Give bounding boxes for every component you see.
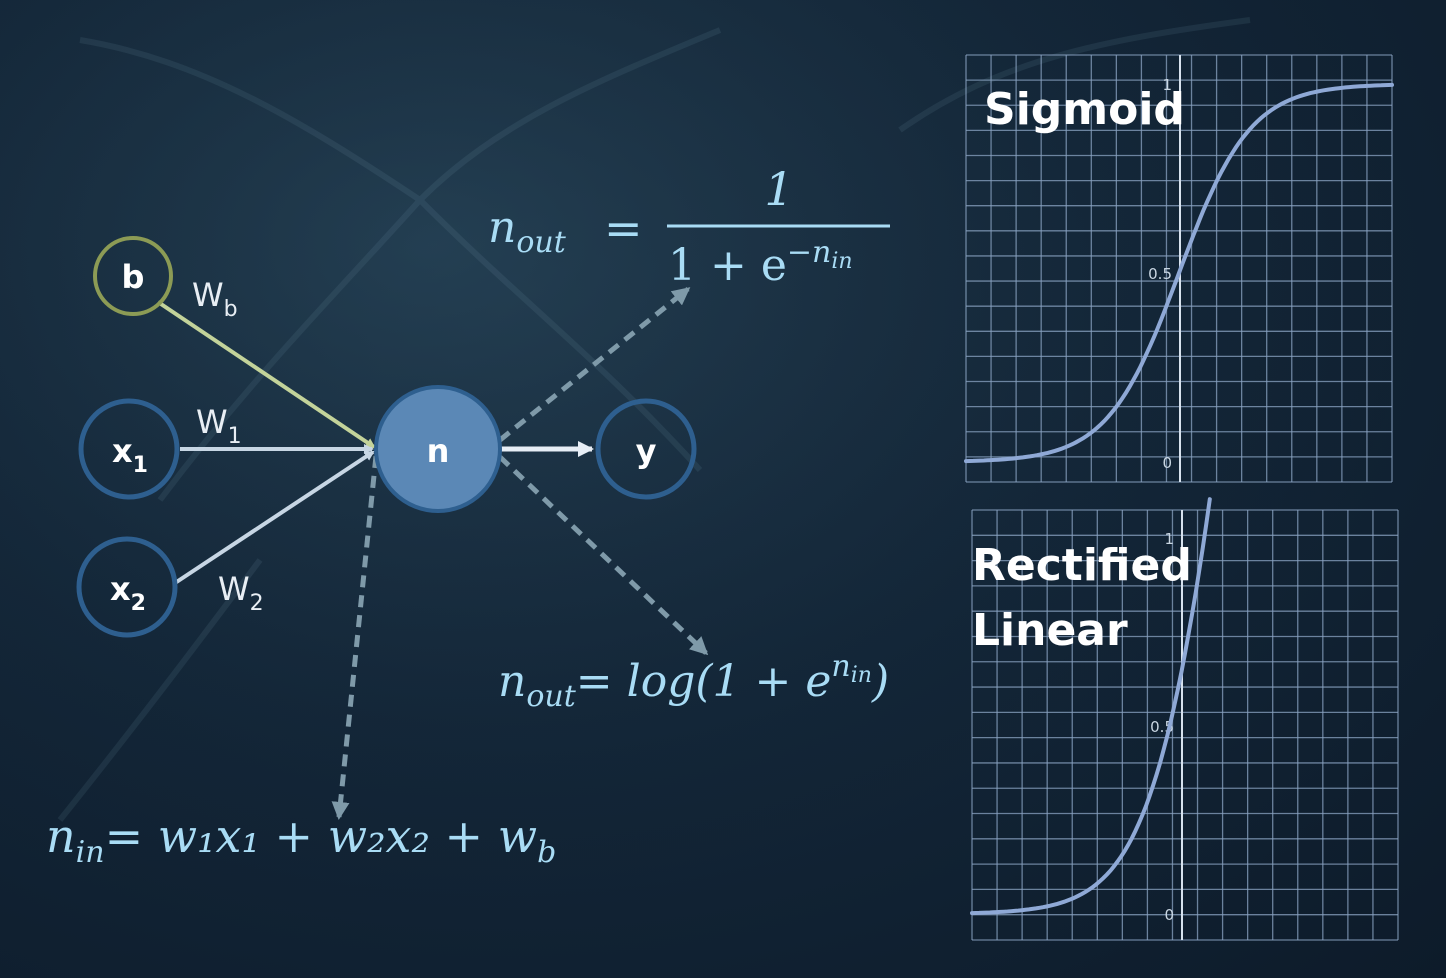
weight-label-wb: Wb (192, 276, 238, 322)
function-curve (964, 82, 1394, 464)
dashed-arrow-to-sigmoid-formula (498, 287, 691, 442)
chart-title: Linear (972, 605, 1128, 656)
nin-lhs: n (46, 809, 76, 863)
edge-bias-to-neuron (156, 300, 376, 449)
bias-node-label: b (122, 258, 145, 296)
y-tick-label: 1 (1164, 530, 1174, 548)
dashed-arrow-to-relu-formula (498, 455, 709, 656)
relu-formula: nout= log(1 + enin) (498, 649, 889, 714)
sigmoid-formula: nout = 1 1 + e−nin (488, 162, 890, 291)
dashed-arrow-to-input-formula (331, 455, 379, 820)
relu-close: ) (871, 656, 889, 707)
nin-rhs-sub: b (537, 835, 556, 870)
input-node-x2: x2 (76, 536, 178, 638)
weight-label-w2: W2 (218, 570, 264, 616)
svg-text:1 + e−nin: 1 + e−nin (668, 235, 853, 291)
nin-lhs-sub: in (76, 835, 105, 870)
chart-title: Rectified (972, 540, 1192, 591)
relu-rhs: = log(1 + e (576, 656, 832, 707)
sigmoid-numerator: 1 (764, 162, 793, 216)
svg-text:x1: x1 (112, 432, 148, 478)
sigmoid-denominator: 1 + e (668, 240, 787, 291)
relu-exponent-sub: in (851, 663, 872, 688)
output-node: y (595, 398, 697, 500)
background-texture (57, 17, 1251, 822)
bias-node: b (93, 236, 173, 316)
relu-lhs-sub: out (526, 679, 576, 714)
weight-label-w1: W1 (196, 403, 242, 449)
output-label: y (636, 432, 657, 470)
relu-lhs: n (498, 656, 526, 707)
sigmoid-lhs-sub: out (516, 225, 566, 260)
y-tick-label: 0.5 (1148, 265, 1172, 283)
y-tick-label: 0 (1162, 454, 1172, 472)
function-curve (970, 497, 1212, 916)
x2-label: x (110, 570, 131, 608)
nin-rhs: = w₁x₁ + w₂x₂ + w (105, 809, 538, 863)
input-node-x1: x1 (78, 398, 180, 500)
y-tick-label: 0 (1164, 906, 1174, 924)
x2-subscript: 2 (131, 591, 146, 616)
input-sum-formula: nin= w₁x₁ + w₂x₂ + wb (46, 809, 556, 870)
neuron-label: n (427, 432, 450, 470)
svg-text:nout: nout (488, 202, 567, 260)
sigmoid-equals: = (604, 201, 643, 255)
sigmoid-exponent-sub: in (831, 249, 852, 274)
sigmoid-lhs: n (488, 202, 516, 253)
sigmoid-exponent: −n (787, 235, 831, 270)
svg-text:nin= w₁x₁ + w₂x₂ + wb: nin= w₁x₁ + w₂x₂ + wb (46, 809, 556, 870)
y-tick-label: 1 (1162, 76, 1172, 94)
svg-text:nout= log(1 + enin): nout= log(1 + enin) (498, 649, 889, 714)
edge-x2-to-neuron (173, 450, 375, 585)
x1-label: x (112, 432, 133, 470)
neuron-node: n (374, 385, 502, 513)
x1-subscript: 1 (133, 453, 148, 478)
relu-exponent: n (831, 649, 850, 684)
chart-title: Sigmoid (984, 84, 1185, 135)
svg-text:x2: x2 (110, 570, 146, 616)
sigmoid-chart: 1 0.5 0 Sigmoid (964, 54, 1394, 483)
